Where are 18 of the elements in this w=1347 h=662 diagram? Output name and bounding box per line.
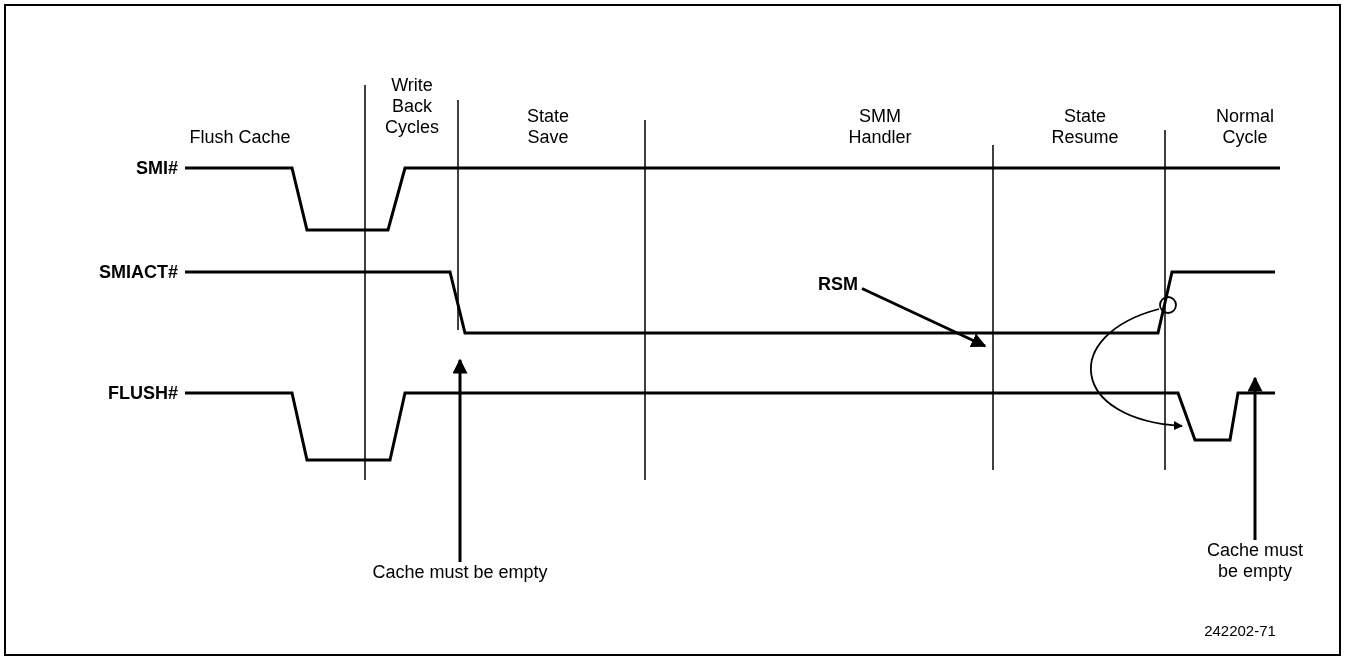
phase-label: Flush Cache	[188, 127, 292, 148]
note-text: Cache must be empty	[350, 562, 570, 583]
phase-label: State Save	[526, 106, 570, 148]
phase-label: Normal Cycle	[1215, 106, 1275, 148]
arrow	[1090, 308, 1183, 430]
circle-marker	[1159, 296, 1177, 314]
signal-note: RSM	[818, 274, 858, 295]
arrow	[861, 287, 987, 348]
figure-number: 242202-71	[1203, 621, 1277, 641]
note-text: Cache must be empty	[1195, 540, 1315, 582]
signal-name: SMI#	[135, 158, 178, 179]
phase-label: SMM Handler	[847, 106, 913, 148]
signal-name: FLUSH#	[107, 383, 178, 404]
signal-name: SMIACT#	[98, 262, 178, 283]
phase-label: State Resume	[1050, 106, 1120, 148]
arrow	[1247, 376, 1263, 540]
phase-label: Write Back Cycles	[384, 75, 440, 138]
arrow	[452, 358, 468, 562]
